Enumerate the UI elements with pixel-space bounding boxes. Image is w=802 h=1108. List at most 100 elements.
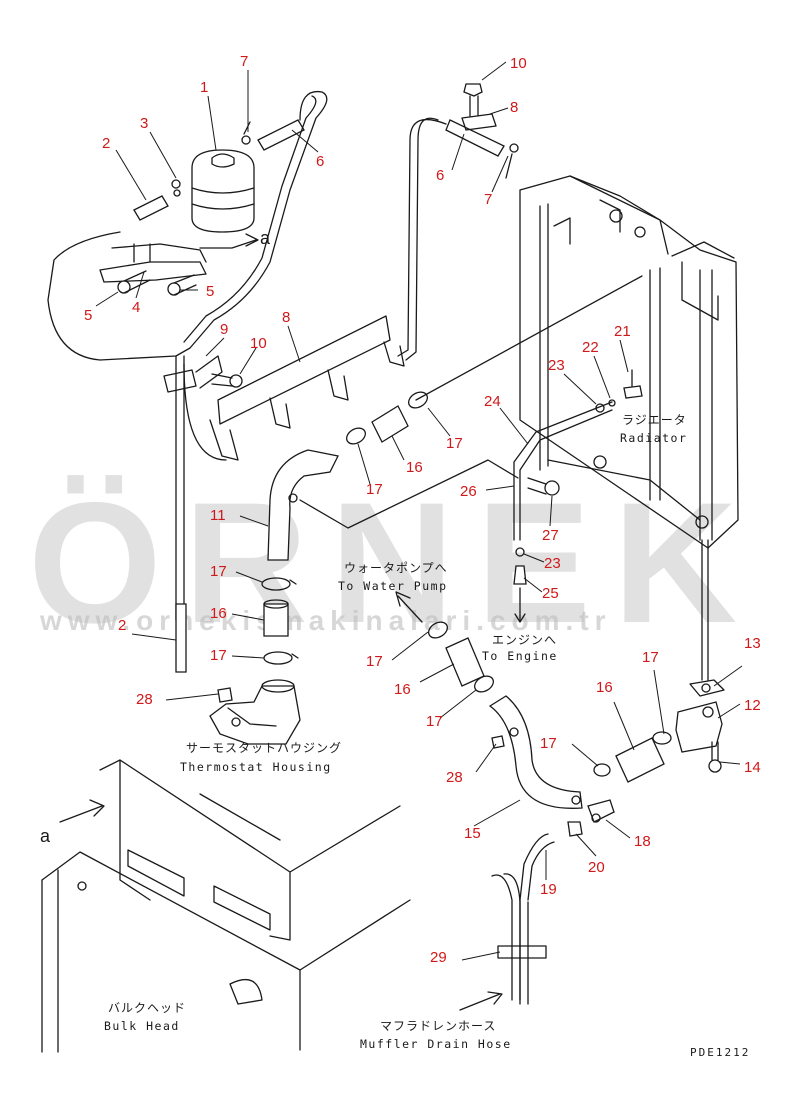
view-marker-top: a — [260, 228, 271, 248]
callout-10-left: 10 — [250, 335, 267, 352]
callout-26: 26 — [460, 483, 477, 500]
callout-17-upper-right: 17 — [446, 435, 463, 452]
water-pump-caption-jp: ウォータポンプへ — [344, 561, 448, 575]
callout-17-thermo-lower: 17 — [210, 647, 227, 664]
callout-17-pump-lower: 17 — [426, 713, 443, 730]
bolt-27 — [527, 477, 560, 496]
hose-6-right — [445, 119, 519, 179]
hose-15 — [488, 695, 583, 809]
callout-7-left: 7 — [240, 53, 248, 70]
short-hose-lower — [175, 603, 187, 673]
callout-25: 25 — [542, 585, 559, 602]
callout-28-right: 28 — [446, 769, 463, 786]
overflow-pipe — [47, 90, 328, 361]
callout-16-thermo: 16 — [210, 605, 227, 622]
radiator-drain-line — [701, 539, 709, 681]
engine-caption-jp: エンジンへ — [492, 633, 557, 647]
radiator-caption-jp: ラジエータ — [622, 413, 687, 427]
upper-pipe — [397, 117, 447, 361]
clamp-3 — [171, 179, 181, 197]
muffler-caption-en: Muffler Drain Hose — [360, 1037, 512, 1051]
fitting-23-top — [595, 403, 605, 413]
thermostat-caption-en: Thermostat Housing — [180, 760, 332, 774]
muffler-arrow — [459, 991, 503, 1011]
watermark-brand: ÖRNEK — [28, 467, 759, 659]
bulk-head-caption-en: Bulk Head — [104, 1019, 180, 1033]
callout-20: 20 — [588, 859, 605, 876]
hose-11 — [267, 449, 339, 561]
radiator — [519, 175, 739, 549]
tank-bracket — [99, 243, 207, 283]
callout-24: 24 — [484, 393, 501, 410]
callout-8-rail: 8 — [282, 309, 290, 326]
leaders — [95, 61, 743, 961]
callout-29: 29 — [430, 949, 447, 966]
callout-21: 21 — [614, 323, 631, 340]
callout-2-lower: 2 — [118, 617, 126, 634]
callout-15: 15 — [464, 825, 481, 842]
callout-22: 22 — [582, 339, 599, 356]
bulk-head-caption-jp: バルクヘッド — [108, 1001, 186, 1015]
callout-4: 4 — [132, 299, 140, 316]
callout-1: 1 — [200, 79, 208, 96]
callout-23-lower: 23 — [544, 555, 561, 572]
clip-rail-8 — [183, 315, 405, 461]
callout-23-top: 23 — [548, 357, 565, 374]
clamp-17-upper-left — [346, 427, 366, 445]
view-marker-bottom: a — [40, 826, 51, 846]
plug-28-right — [491, 735, 505, 749]
drain-line — [175, 355, 185, 621]
hose-6-left — [241, 119, 305, 151]
callout-14: 14 — [744, 759, 761, 776]
callout-17-thermo-upper: 17 — [210, 563, 227, 580]
callout-7-right: 7 — [484, 191, 492, 208]
view-arrow-top: a — [199, 228, 271, 249]
short-hose-upper — [133, 195, 169, 221]
callout-10-top: 10 — [510, 55, 527, 72]
fitting-12 — [675, 701, 723, 753]
clamp-17-right-lower — [593, 763, 611, 777]
clip-8-top — [461, 113, 497, 131]
callout-17-right-upper: 17 — [642, 649, 659, 666]
callout-numbers: 1 2 3 4 5 5 6 6 7 7 8 8 9 10 10 11 12 13… — [84, 53, 761, 966]
pipe-26 — [299, 459, 519, 529]
radiator-inlet-pipe — [415, 275, 643, 541]
fitting-23-lower — [515, 547, 525, 557]
callout-5-right: 5 — [206, 283, 214, 300]
washer-22 — [608, 399, 616, 407]
callout-16-right: 16 — [596, 679, 613, 696]
bolt-10-top — [463, 83, 483, 117]
callout-28-left: 28 — [136, 691, 153, 708]
hose-16-thermo — [263, 599, 289, 637]
callout-27: 27 — [542, 527, 559, 544]
radiator-caption-en: Radiator — [620, 431, 687, 445]
watermark: ÖRNEK www.ornekismakinalari.com.tr — [28, 467, 759, 659]
plug-28-left — [217, 687, 233, 703]
fitting-25 — [513, 565, 527, 623]
hose-16-right — [615, 737, 665, 783]
captions: ラジエータ Radiator ウォータポンプへ To Water Pump エン… — [104, 413, 748, 1059]
callout-18: 18 — [634, 833, 651, 850]
callout-11: 11 — [210, 507, 226, 524]
callout-17-upper-left: 17 — [366, 481, 383, 498]
washer-20 — [567, 821, 583, 837]
thermostat-housing — [209, 679, 301, 745]
fitting-21 — [623, 369, 643, 399]
callout-13: 13 — [744, 635, 761, 652]
callout-12: 12 — [744, 697, 761, 714]
clamp-17-pump-upper — [428, 621, 448, 639]
hose-16-upper — [371, 405, 409, 443]
engine-caption-en: To Engine — [482, 649, 558, 663]
water-pump-arrow — [395, 591, 423, 623]
callout-17-right-lower: 17 — [540, 735, 557, 752]
callout-17-pump-upper: 17 — [366, 653, 383, 670]
gasket-13 — [689, 679, 725, 697]
bolt-5-left — [117, 270, 151, 294]
thermostat-caption-jp: サーモスタットハウジング — [186, 741, 342, 755]
callout-5-left: 5 — [84, 307, 92, 324]
callout-16-pump: 16 — [394, 681, 411, 698]
bulk-head — [41, 759, 411, 1053]
view-arrow-bottom: a — [40, 799, 105, 846]
callout-6-right: 6 — [436, 167, 444, 184]
